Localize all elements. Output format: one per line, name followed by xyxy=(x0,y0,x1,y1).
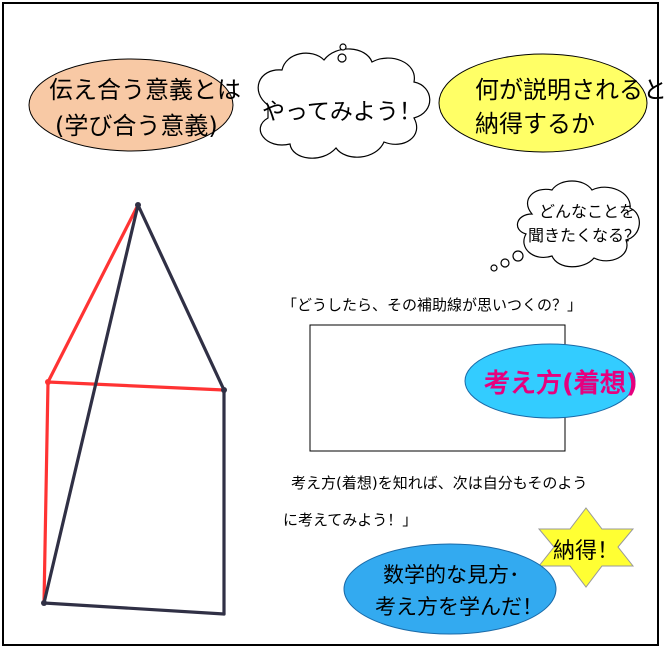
idea-ellipse-text: 考え方(着想) xyxy=(484,369,638,399)
right-ellipse-line1: 何が説明されると xyxy=(475,76,665,104)
right-cloud-line2: 聞きたくなる？ xyxy=(528,226,641,245)
math-ellipse-line1: 数学的な見方･ xyxy=(383,563,520,587)
center-cloud xyxy=(257,43,431,159)
left-ellipse-line1: 伝え合う意義とは xyxy=(49,76,241,104)
math-ellipse-line2: 考え方を学んだ！ xyxy=(375,595,543,619)
page-frame xyxy=(2,2,659,646)
right-cloud xyxy=(490,180,640,272)
geometric-figure xyxy=(41,202,227,616)
math-ellipse-shape xyxy=(343,543,557,635)
center-cloud-text: やってみよう！ xyxy=(262,99,422,125)
star-badge-shape xyxy=(537,507,635,588)
idea-ellipse-shape xyxy=(464,343,636,419)
quote-top: 「どうしたら、その補助線が思いつくの？」 xyxy=(282,296,583,314)
left-ellipse-shape xyxy=(28,58,234,152)
left-ellipse-line2: (学び合う意義) xyxy=(55,112,218,140)
right-cloud-line1: どんなことを xyxy=(539,202,636,221)
right-ellipse-shape xyxy=(438,53,648,153)
right-ellipse-line2: 納得するか xyxy=(475,110,595,138)
star-badge-text: 納得！ xyxy=(553,539,620,564)
quote-bottom-line2: に考えてみよう！」 xyxy=(283,511,418,529)
quote-bottom-line1: 考え方(着想)を知れば、次は自分もそのよう xyxy=(291,474,588,492)
